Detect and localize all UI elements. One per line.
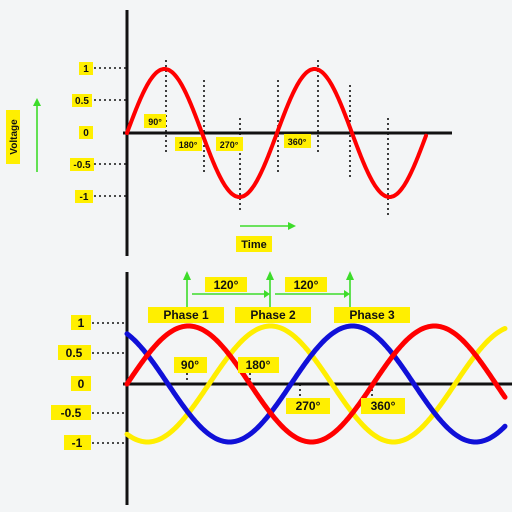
top-y-tick-neg0.5: -0.5 xyxy=(70,158,94,171)
top-angle-label-270: 270° xyxy=(216,137,243,151)
svg-text:Voltage: Voltage xyxy=(9,119,20,155)
time-axis-label: Time xyxy=(236,236,272,252)
single-phase-wave xyxy=(125,67,428,199)
phase-1-label: Phase 1 xyxy=(148,307,224,323)
svg-text:Time: Time xyxy=(241,239,266,251)
svg-text:90°: 90° xyxy=(148,117,162,127)
bottom-y-tick-0.5: 0.5 xyxy=(58,345,91,360)
top-angle-label-180: 180° xyxy=(175,137,202,151)
svg-text:1: 1 xyxy=(78,316,85,330)
top-angle-label-360: 360° xyxy=(284,134,311,148)
top-y-tick-1: 1 xyxy=(79,62,93,75)
phase-3-wave xyxy=(124,323,508,445)
phase-3-label: Phase 3 xyxy=(334,307,410,323)
svg-text:360°: 360° xyxy=(371,399,396,413)
bottom-y-tick-0: 0 xyxy=(71,376,91,391)
svg-text:270°: 270° xyxy=(220,140,239,150)
svg-text:0.5: 0.5 xyxy=(66,346,83,360)
bottom-angle-label-270: 270° xyxy=(286,398,330,414)
time-right-arrow xyxy=(240,222,296,230)
svg-text:360°: 360° xyxy=(288,137,307,147)
voltage-axis-label: Voltage xyxy=(6,110,20,164)
bottom-angle-label-180: 180° xyxy=(238,357,279,373)
svg-text:1: 1 xyxy=(83,64,89,75)
three-phase-panel: 1 0.5 0 -0.5 -1 xyxy=(51,271,512,505)
bottom-angle-label-90: 90° xyxy=(174,357,207,373)
top-y-tick-neg1: -1 xyxy=(75,190,93,203)
top-y-tick-0.5: 0.5 xyxy=(72,94,92,107)
svg-text:270°: 270° xyxy=(296,399,321,413)
svg-text:Phase 3: Phase 3 xyxy=(349,308,395,322)
svg-text:120°: 120° xyxy=(294,278,319,292)
phase-1-wave xyxy=(124,323,508,445)
svg-text:90°: 90° xyxy=(181,358,199,372)
phase-2-label: Phase 2 xyxy=(235,307,311,323)
phase-shift-arrows xyxy=(183,271,354,307)
svg-text:Phase 2: Phase 2 xyxy=(250,308,296,322)
bottom-angle-label-360: 360° xyxy=(361,398,405,414)
svg-text:-0.5: -0.5 xyxy=(61,406,82,420)
phase-shift-label-2: 120° xyxy=(285,277,327,292)
svg-text:180°: 180° xyxy=(179,140,198,150)
top-y-tick-0: 0 xyxy=(79,126,93,139)
svg-text:0: 0 xyxy=(83,128,89,139)
svg-text:-0.5: -0.5 xyxy=(73,160,91,171)
svg-text:Phase 1: Phase 1 xyxy=(163,308,209,322)
bottom-y-tick-neg0.5: -0.5 xyxy=(51,405,91,420)
bottom-y-tick-neg1: -1 xyxy=(64,435,91,450)
single-phase-panel: 1 0.5 0 -0.5 -1 xyxy=(6,10,452,256)
svg-text:0.5: 0.5 xyxy=(75,96,89,107)
svg-text:-1: -1 xyxy=(72,436,83,450)
svg-text:-1: -1 xyxy=(80,192,89,203)
svg-text:0: 0 xyxy=(78,377,85,391)
phase-shift-label-1: 120° xyxy=(205,277,247,292)
svg-text:180°: 180° xyxy=(246,358,271,372)
top-angle-label-90: 90° xyxy=(144,114,166,128)
bottom-y-tick-1: 1 xyxy=(71,315,91,330)
voltage-up-arrow xyxy=(33,98,41,172)
svg-text:120°: 120° xyxy=(214,278,239,292)
